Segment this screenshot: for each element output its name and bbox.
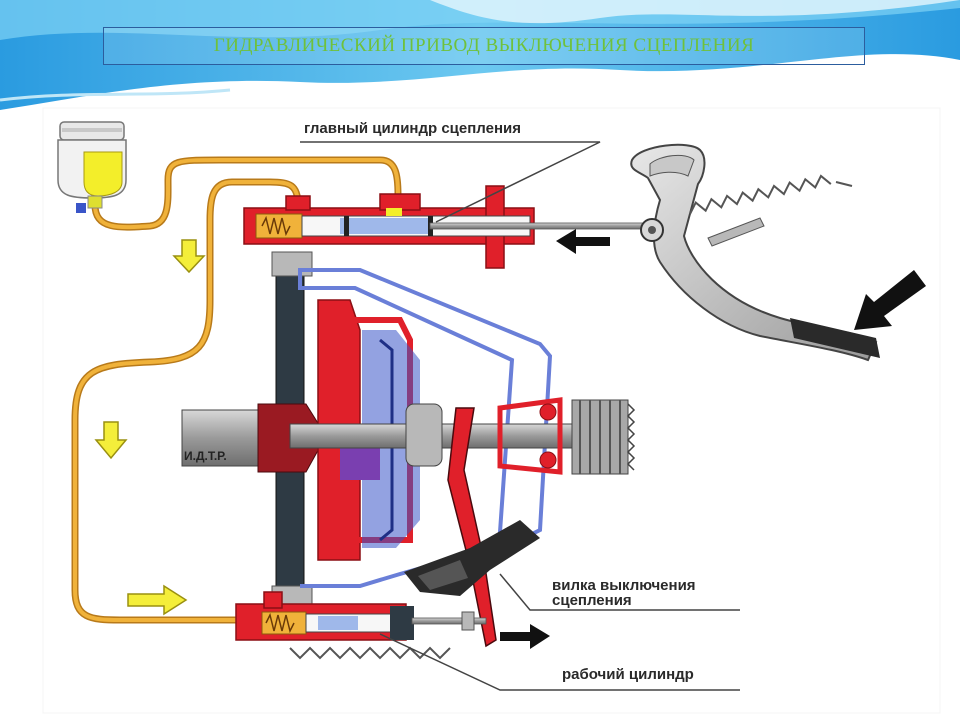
fluid-reservoir bbox=[57, 121, 127, 213]
label-slave-cylinder: рабочий цилиндр bbox=[562, 666, 694, 683]
arrow-icon bbox=[556, 229, 610, 254]
arrow-icon bbox=[94, 421, 128, 460]
gear bbox=[571, 399, 636, 475]
label-release-fork-line1: вилка выключения bbox=[552, 577, 696, 594]
label-release-fork: вилка выключения сцепления bbox=[552, 578, 696, 608]
fluid-line bbox=[71, 156, 402, 624]
slave-cylinder bbox=[235, 591, 487, 660]
clutch-assembly bbox=[181, 251, 636, 648]
arrow-icon bbox=[500, 624, 550, 649]
watermark-label: И.Д.Т.Р. bbox=[184, 449, 227, 463]
slide-title: ГИДРАВЛИЧЕСКИЙ ПРИВОД ВЫКЛЮЧЕНИЯ СЦЕПЛЕН… bbox=[213, 35, 755, 56]
leader-lines bbox=[300, 141, 740, 691]
master-cylinder bbox=[243, 185, 645, 269]
title-box: ГИДРАВЛИЧЕСКИЙ ПРИВОД ВЫКЛЮЧЕНИЯ СЦЕПЛЕН… bbox=[103, 27, 865, 65]
arrow-icon bbox=[127, 584, 188, 616]
flow-arrows bbox=[94, 239, 206, 616]
clutch-pedal bbox=[630, 143, 880, 362]
label-release-fork-line2: сцепления bbox=[552, 592, 632, 609]
motion-arrows bbox=[500, 229, 926, 649]
arrow-icon bbox=[854, 270, 926, 330]
label-master-cylinder: главный цилиндр сцепления bbox=[304, 120, 522, 137]
release-fork bbox=[447, 407, 497, 648]
arrow-icon bbox=[172, 239, 206, 274]
